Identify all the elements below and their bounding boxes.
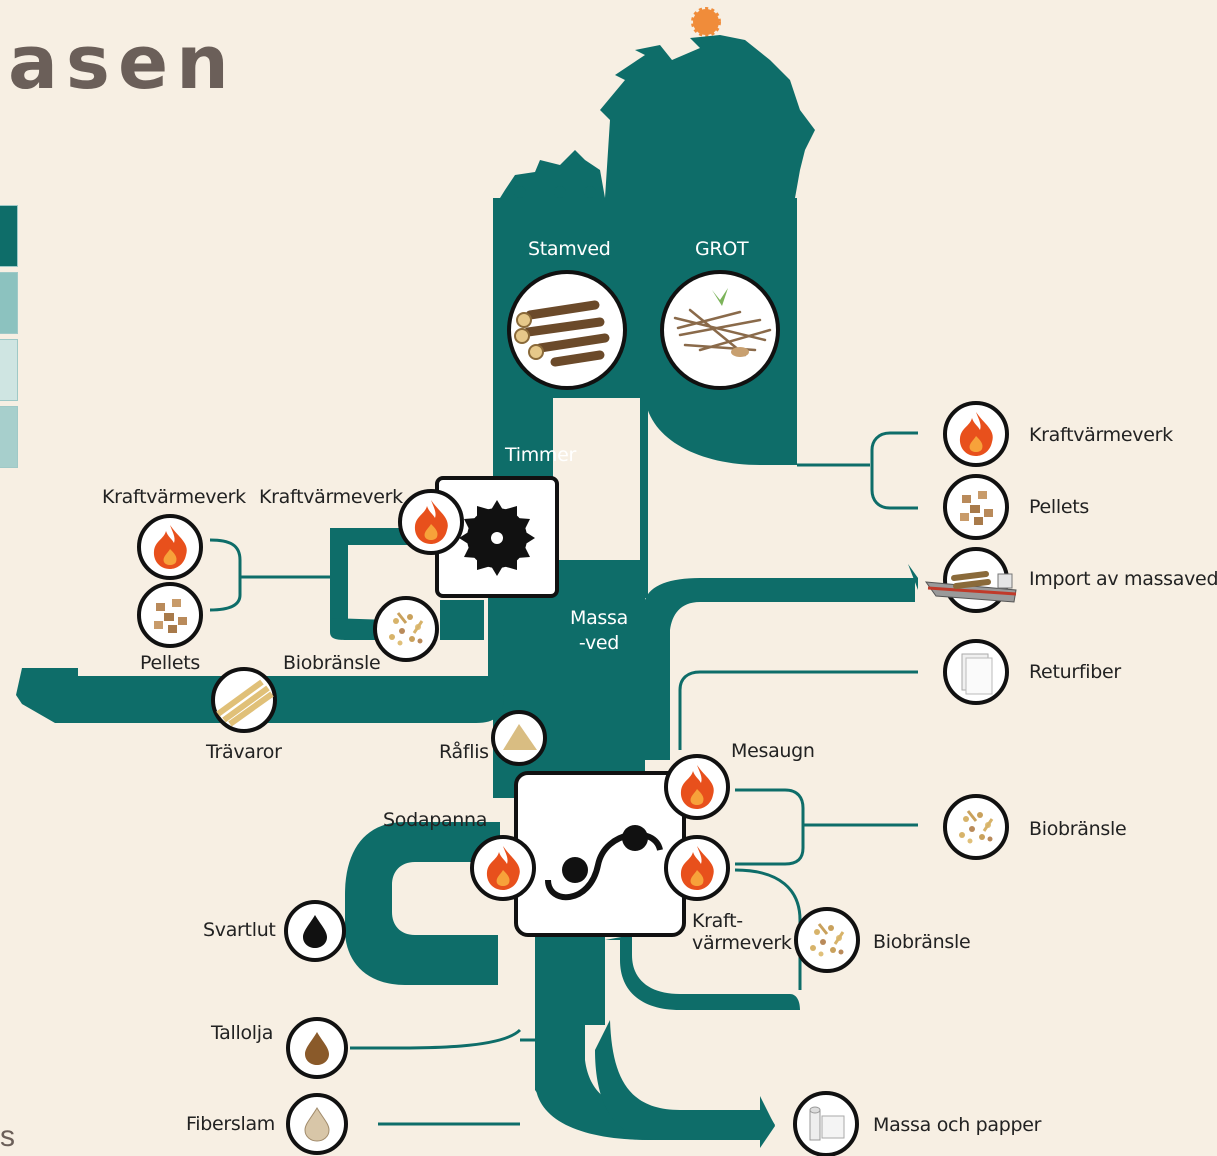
label-raflis: Råflis	[439, 741, 489, 763]
saw-blade-icon	[459, 500, 535, 576]
kraftvarmeverk-right-icon	[943, 401, 1009, 467]
label-mesaugn: Mesaugn	[731, 740, 815, 762]
stamved-icon	[507, 270, 627, 390]
legend-swatch-3	[0, 339, 18, 401]
biobransle-pulp-icon	[794, 907, 860, 973]
mesaugn-icon	[664, 754, 730, 820]
import-massaved-icon	[924, 547, 1017, 613]
label-stamved: Stamved	[528, 238, 611, 260]
kraftvarmeverk-pulp-icon	[664, 835, 730, 901]
forest-icon	[500, 35, 815, 198]
label-svartlut: Svartlut	[203, 919, 276, 941]
label-tallolja: Tallolja	[211, 1022, 274, 1044]
raflis-icon	[491, 710, 547, 766]
pellets-left-icon	[137, 582, 203, 648]
label-timmer: Timmer	[505, 444, 577, 466]
biobransle-right-icon	[943, 794, 1009, 860]
label-kraftvarmeverk-saw: Kraftvärmeverk	[259, 486, 403, 508]
fiberslam-icon	[286, 1093, 348, 1155]
legend-swatch-4	[0, 406, 18, 468]
grot-icon	[660, 270, 780, 390]
label-kraftvarmeverk-left: Kraftvärmeverk	[102, 486, 246, 508]
returfiber-icon	[943, 639, 1009, 705]
label-pellets-left: Pellets	[140, 652, 200, 674]
label-import-massaved: Import av massaved	[1029, 568, 1217, 590]
legend-swatch-2	[0, 272, 18, 334]
page-title: asen	[8, 20, 237, 106]
label-kraftvarmeverk-right: Kraftvärmeverk	[1029, 424, 1173, 446]
travaror-icon	[211, 667, 277, 733]
connector-lines	[209, 431, 918, 1126]
pellets-right-icon	[943, 474, 1009, 540]
kraftvarmeverk-saw-icon	[398, 489, 464, 555]
label-returfiber: Returfiber	[1029, 661, 1121, 683]
label-fiberslam: Fiberslam	[186, 1113, 276, 1135]
legend-strip	[0, 205, 18, 473]
label-massaved: Massa -ved	[570, 607, 628, 654]
label-massa-och-papper: Massa och papper	[873, 1114, 1042, 1136]
label-kraftvarmeverk-pulp: Kraft- värmeverk	[692, 910, 792, 954]
massa-och-papper-icon	[793, 1091, 859, 1156]
legend-swatch-1	[0, 205, 18, 267]
label-sodapanna: Sodapanna	[383, 809, 488, 831]
pulp-process-icon	[545, 825, 663, 901]
label-biobransle-saw: Biobränsle	[283, 652, 381, 674]
corner-glyph: s	[0, 1120, 15, 1153]
label-biobransle-right: Biobränsle	[1029, 818, 1127, 840]
label-grot: GROT	[695, 238, 749, 260]
sodapanna-icon	[470, 835, 536, 901]
biobransle-saw-icon	[373, 596, 439, 662]
label-biobransle-pulp: Biobränsle	[873, 931, 971, 953]
label-pellets-right: Pellets	[1029, 496, 1089, 518]
label-travaror: Trävaror	[206, 741, 282, 763]
sun-icon	[691, 7, 721, 37]
svartlut-icon	[284, 900, 346, 962]
tallolja-icon	[286, 1017, 348, 1079]
kraftvarmeverk-left-icon	[137, 514, 203, 580]
